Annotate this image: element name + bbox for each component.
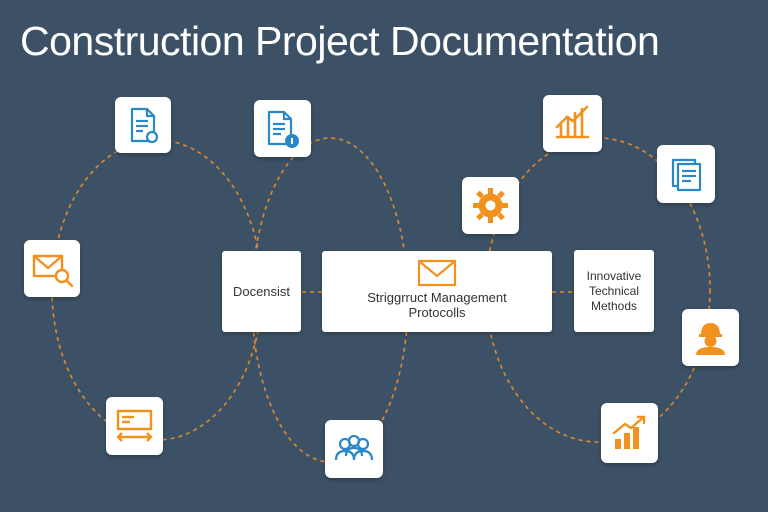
reports-card[interactable] — [657, 145, 715, 203]
docensist-box[interactable]: Docensist — [222, 251, 301, 332]
settings-gear-icon — [473, 188, 508, 223]
docensist-label: Docensist — [232, 284, 291, 299]
growth-chart-icon — [555, 105, 590, 139]
bar-chart-card[interactable] — [601, 403, 658, 463]
management-protocols-box[interactable]: Striggrruct Management Protocolls — [322, 251, 552, 332]
email-search-card[interactable] — [24, 240, 80, 297]
document-search-card[interactable] — [115, 97, 171, 153]
document-search-icon — [130, 107, 159, 144]
document-info-icon — [267, 110, 299, 148]
document-info-card[interactable] — [254, 100, 311, 157]
innovative-methods-line1: Innovative — [586, 268, 642, 283]
innovative-methods-line2: Technical — [588, 283, 640, 298]
worker-card[interactable] — [682, 309, 739, 366]
blueprint-icon — [116, 409, 153, 442]
growth-chart-card[interactable] — [543, 95, 602, 152]
envelope-icon — [417, 259, 457, 287]
management-protocols-line2: Protocolls — [408, 305, 466, 320]
team-icon — [334, 434, 374, 461]
innovative-methods-box[interactable]: Innovative Technical Methods — [574, 250, 654, 332]
reports-icon — [671, 158, 702, 192]
bar-chart-icon — [612, 415, 646, 449]
settings-gear-card[interactable] — [462, 177, 519, 234]
management-protocols-line1: Striggrruct Management — [367, 290, 507, 305]
blueprint-card[interactable] — [106, 397, 163, 455]
page-title: Construction Project Documentation — [20, 18, 660, 64]
email-search-icon — [32, 254, 74, 288]
team-card[interactable] — [325, 420, 383, 478]
innovative-methods-line3: Methods — [590, 298, 638, 313]
worker-icon — [696, 323, 725, 355]
